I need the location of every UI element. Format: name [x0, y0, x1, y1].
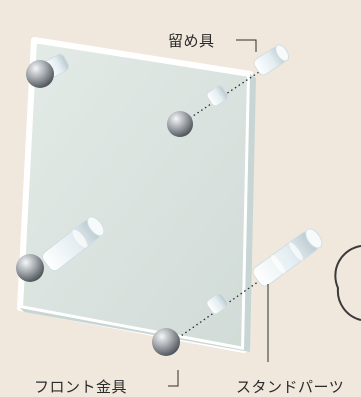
bottom-right-fastener-group: [152, 228, 323, 356]
standoff-post-icon: [206, 292, 229, 315]
front-fitting-label: フロント金具: [34, 378, 128, 396]
edge-circle-outline: [334, 245, 361, 321]
standoff-post-icon: [41, 216, 105, 272]
metal-cap-icon: [16, 254, 44, 282]
acrylic-panel: [17, 37, 256, 353]
standoff-post-icon: [206, 85, 229, 107]
top-left-fastener-group: [26, 53, 70, 88]
front-fitting-leader-line: [168, 370, 179, 387]
top-right-fastener-group: [167, 44, 290, 137]
stand-parts-label: スタンドパーツ: [236, 378, 345, 396]
bottom-left-fastener-group: [16, 216, 105, 282]
standoff-post-icon: [253, 44, 290, 76]
standoff-post-icon: [252, 228, 323, 287]
fastener-label: 留め具: [168, 32, 215, 50]
metal-cap-icon: [167, 111, 193, 137]
fastener-leader-line: [236, 39, 257, 52]
metal-cap-icon: [26, 60, 54, 88]
metal-cap-icon: [152, 328, 180, 356]
